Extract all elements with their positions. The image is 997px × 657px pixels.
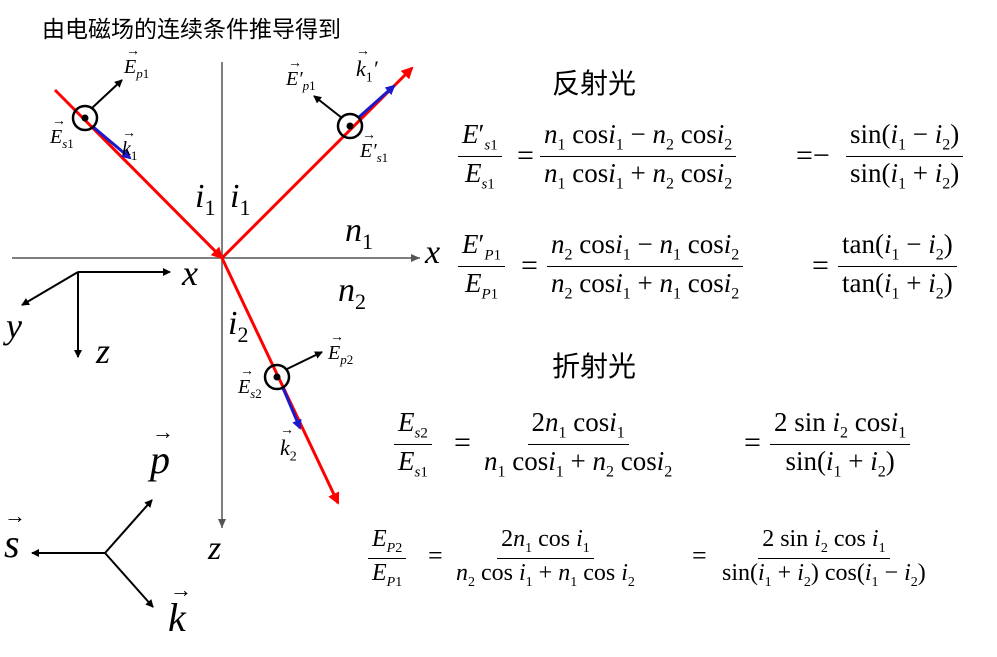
reflected-Ep-label: E′→p1 bbox=[286, 56, 316, 93]
angle-refracted-label: i2 bbox=[228, 305, 249, 347]
refracted-k-label: k→2 bbox=[280, 423, 297, 465]
n2-label: n2 bbox=[338, 272, 366, 314]
n1-label: n1 bbox=[345, 212, 373, 254]
basis-p-label: p→ bbox=[150, 419, 174, 482]
refracted-Es-label: E→s2 bbox=[238, 364, 262, 401]
interface-x-label: x bbox=[425, 234, 441, 271]
slide-title: 由电磁场的连续条件推导得到 bbox=[42, 17, 341, 43]
incident-Ep-label: E→p1 bbox=[124, 44, 150, 81]
reflected-k-label: k→1′ bbox=[356, 44, 378, 86]
refracted-s-symbol bbox=[263, 363, 291, 391]
basis-p-vector bbox=[104, 499, 153, 554]
refracted-p-vector bbox=[286, 351, 323, 370]
refracted-Ep-label: E→p2 bbox=[328, 330, 354, 367]
basis-k-vector bbox=[104, 552, 154, 608]
coord-z-label: z bbox=[96, 331, 111, 371]
coord-y-axis bbox=[21, 271, 79, 306]
reflected-Es-label: E′→s1 bbox=[360, 128, 389, 165]
incident-k-vector bbox=[91, 124, 132, 160]
refracted-ray bbox=[220, 257, 340, 505]
angle-incident-label: i1 bbox=[195, 178, 216, 220]
reflection-header: 反射光 bbox=[552, 67, 637, 100]
refraction-header: 折射光 bbox=[552, 350, 637, 383]
incident-s-symbol bbox=[71, 104, 99, 132]
reflected-p-vector bbox=[313, 95, 343, 119]
incident-k-label: k→1 bbox=[122, 126, 138, 163]
refracted-k-vector bbox=[281, 387, 302, 430]
coord-y-label: y bbox=[6, 306, 22, 346]
incident-Es-label: E→s1 bbox=[50, 114, 74, 151]
normal-z-label: z bbox=[208, 530, 222, 567]
reflected-s-symbol bbox=[336, 112, 364, 140]
angle-reflected-label: i1 bbox=[230, 178, 251, 220]
coord-x-label: x bbox=[182, 253, 198, 293]
incident-ray bbox=[53, 88, 224, 260]
incident-p-vector bbox=[91, 79, 123, 109]
basis-k-label: k→ bbox=[168, 577, 192, 640]
reflected-k-vector bbox=[357, 84, 396, 120]
basis-s-label: s→ bbox=[4, 503, 26, 566]
